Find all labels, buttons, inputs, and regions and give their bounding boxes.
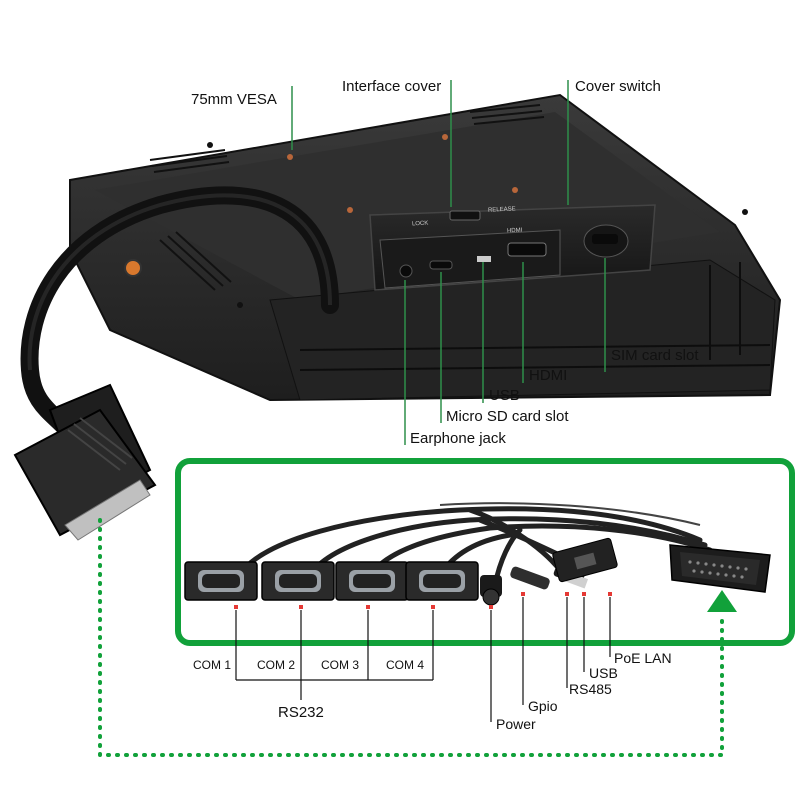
label-usb-top: USB bbox=[489, 387, 520, 404]
label-gpio: Gpio bbox=[528, 698, 558, 714]
label-com4: COM 4 bbox=[386, 658, 425, 672]
label-rs485: RS485 bbox=[569, 681, 612, 697]
up-arrow-icon bbox=[707, 590, 737, 612]
power-connector bbox=[480, 575, 502, 606]
connector-markers bbox=[234, 592, 612, 609]
gpio-connector bbox=[510, 566, 550, 590]
db9-com3 bbox=[335, 561, 409, 601]
label-interface-cover: Interface cover bbox=[342, 78, 442, 95]
label-micro-sd: Micro SD card slot bbox=[446, 408, 569, 425]
callout-lines-top bbox=[291, 80, 606, 445]
label-sim-card-slot: SIM card slot bbox=[611, 347, 699, 364]
label-usb-cable: USB bbox=[589, 665, 618, 681]
label-power: Power bbox=[496, 716, 536, 732]
callout-lines-bottom bbox=[235, 597, 611, 722]
db9-com1 bbox=[184, 561, 258, 601]
label-cover-switch: Cover switch bbox=[575, 78, 661, 95]
label-com1: COM 1 bbox=[193, 658, 232, 672]
interface-panel bbox=[369, 204, 656, 291]
label-com3: COM 3 bbox=[321, 658, 360, 672]
label-poe-lan: PoE LAN bbox=[614, 650, 672, 666]
label-hdmi: HDMI bbox=[529, 367, 568, 384]
db9-com2 bbox=[261, 561, 335, 601]
db9-com4 bbox=[405, 561, 479, 601]
db-connector-left bbox=[13, 383, 157, 541]
dotted-link-path bbox=[98, 518, 724, 757]
label-com2: COM 2 bbox=[257, 658, 296, 672]
rj45-connector bbox=[552, 537, 618, 583]
panel-text-hdmi: HDMI bbox=[506, 227, 523, 235]
label-earphone-jack: Earphone jack bbox=[410, 430, 506, 447]
label-rs232: RS232 bbox=[278, 704, 324, 721]
panel-text-lock: LOCK bbox=[411, 220, 429, 228]
db37-connector-right bbox=[669, 544, 771, 593]
label-vesa: 75mm VESA bbox=[191, 91, 277, 108]
